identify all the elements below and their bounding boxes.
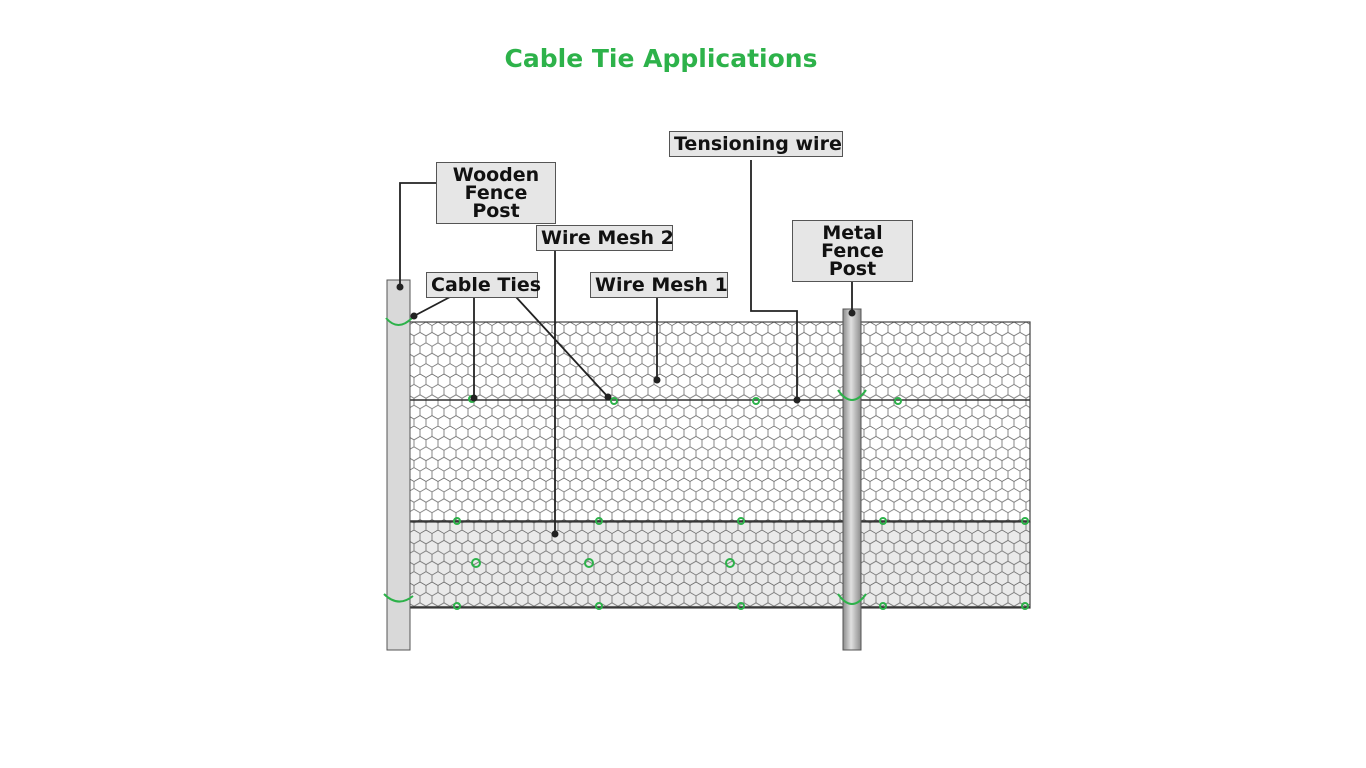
cable-tie	[879, 517, 887, 525]
cable-tie	[453, 517, 461, 525]
cable-tie	[584, 558, 594, 568]
leader-tensioning-wire	[750, 160, 798, 400]
cable-tie	[1021, 602, 1029, 610]
label-cable-ties: Cable Ties	[426, 272, 541, 298]
label-metal-fence-post: Metal Fence Post	[792, 220, 913, 282]
metal-fence-post	[842, 308, 862, 651]
cable-tie	[471, 558, 481, 568]
leader-cable-ties-c	[515, 296, 609, 398]
wire-mesh-2-hex	[387, 521, 1031, 609]
wire-mesh-1-panel	[387, 321, 1031, 523]
label-wire-mesh-1: Wire Mesh 1	[590, 272, 728, 298]
leader-cable-ties-a	[413, 296, 451, 317]
cable-tie	[610, 397, 618, 405]
cable-tie	[737, 517, 745, 525]
cable-tie	[879, 602, 887, 610]
cable-tie	[894, 397, 902, 405]
leader-wooden-post	[399, 182, 437, 287]
cable-tie	[1021, 517, 1029, 525]
diagram-title: Cable Tie Applications	[504, 44, 818, 73]
cable-tie-metal-bottom	[837, 593, 867, 605]
label-tensioning-wire: Tensioning wire	[669, 131, 843, 157]
cable-tie-post-bottom	[383, 593, 414, 603]
wooden-fence-post	[386, 279, 411, 651]
cable-tie	[595, 517, 603, 525]
cable-tie	[453, 602, 461, 610]
cable-tie	[595, 602, 603, 610]
cable-tie	[725, 558, 735, 568]
cable-tie	[752, 397, 760, 405]
cable-tie-post-top	[385, 317, 413, 326]
label-wire-mesh-2: Wire Mesh 2	[536, 225, 674, 251]
leader-dots	[396, 283, 856, 538]
cable-tie	[737, 602, 745, 610]
cable-tie-metal-top	[837, 389, 867, 401]
label-wooden-fence-post: Wooden Fence Post	[436, 162, 556, 224]
